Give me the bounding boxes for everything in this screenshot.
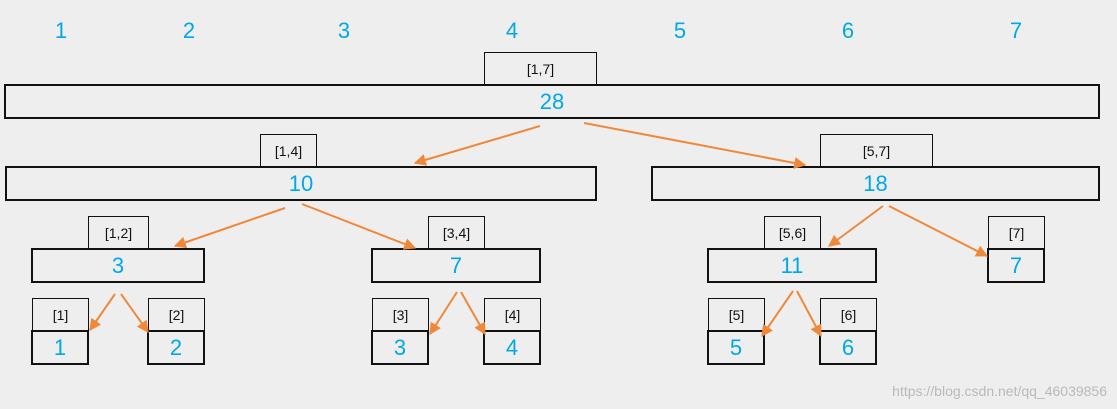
node-rl-value: 11 [707,248,877,283]
arrow-rl-to-rlr [796,290,822,338]
arrow-lr-to-lrl [429,291,458,336]
arrow-r-to-rr [888,205,989,257]
arrow-ll-to-llr [120,293,149,333]
node-lrr-value: 4 [483,330,541,365]
node-lll-range: [1] [32,298,89,331]
node-l-value: 10 [5,166,597,201]
node-lrr-range: [4] [484,298,541,331]
node-r-value: 18 [651,166,1100,201]
node-lll-value: 1 [31,330,89,365]
index-label-5: 5 [673,18,687,43]
arrow-rl-to-rll [761,290,794,337]
index-label-6: 6 [841,18,855,43]
node-ll-value: 3 [31,248,205,283]
node-rr-value: 7 [987,248,1045,283]
node-root-range: [1,7] [484,52,597,85]
node-rll-value: 5 [707,330,765,365]
arrow-ll-to-lll [89,293,116,331]
index-label-4: 4 [505,18,519,43]
node-lrl-range: [3] [372,298,429,331]
arrow-l-to-lr [301,203,417,250]
index-label-1: 1 [54,18,68,43]
node-rlr-range: [6] [820,298,877,331]
node-lr-value: 7 [371,248,541,283]
node-root-value: 28 [4,84,1100,119]
node-rlr-value: 6 [819,330,877,365]
node-l-range: [1,4] [260,134,317,167]
arrow-root-to-l [413,125,541,166]
node-rl-range: [5,6] [764,216,821,249]
node-rr-range: [7] [988,216,1045,249]
node-llr-range: [2] [148,298,205,331]
arrow-lr-to-lrr [460,291,486,336]
node-r-range: [5,7] [820,134,933,167]
node-lrl-value: 3 [371,330,429,365]
index-label-2: 2 [182,18,196,43]
node-llr-value: 2 [147,330,205,365]
arrow-r-to-rl [828,205,884,247]
index-label-7: 7 [1009,18,1023,43]
watermark: https://blog.csdn.net/qq_46039856 [892,383,1107,399]
node-lr-range: [3,4] [428,216,485,249]
arrow-root-to-r [583,122,807,169]
arrow-l-to-ll [173,207,286,249]
node-rll-range: [5] [708,298,765,331]
index-label-3: 3 [337,18,351,43]
node-ll-range: [1,2] [88,216,149,249]
